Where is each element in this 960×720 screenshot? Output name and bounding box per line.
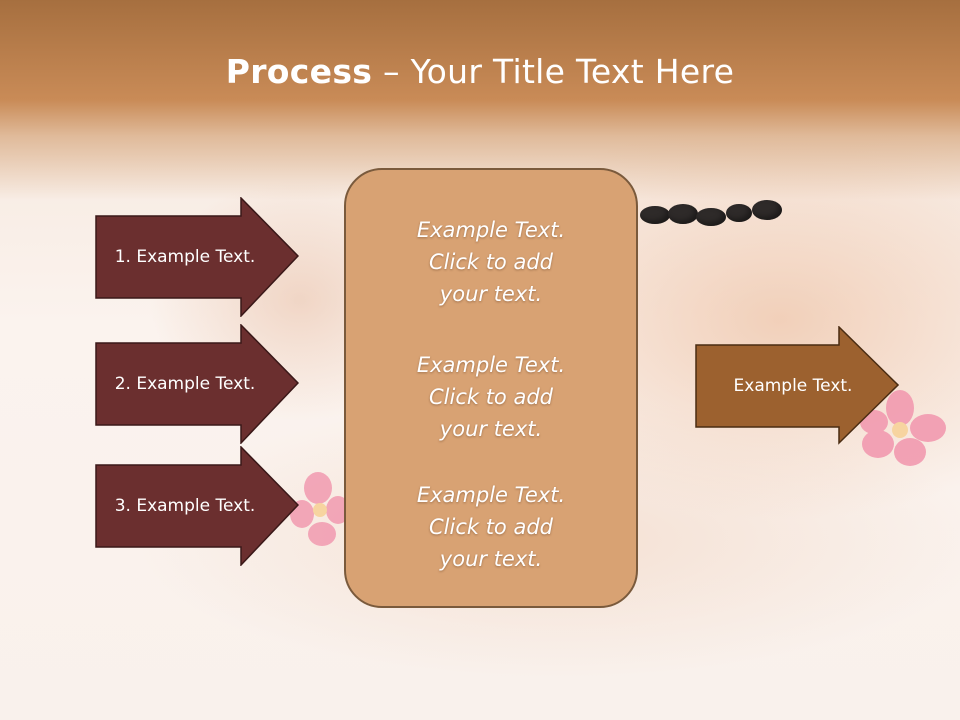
center-process-box[interactable]: Example Text. Click to add your text. Ex…	[344, 168, 638, 608]
title-bold: Process	[225, 52, 373, 91]
output-arrow[interactable]: Example Text.	[695, 326, 899, 446]
center-box-text-1: Example Text. Click to add your text.	[416, 218, 566, 306]
arrow-shape	[95, 324, 299, 444]
center-box-text-2: Example Text. Click to add your text.	[416, 353, 566, 441]
title-band	[0, 0, 960, 200]
arrow-shape	[95, 446, 299, 566]
hot-stones-decoration	[640, 198, 790, 238]
center-box-text-3: Example Text. Click to add your text.	[416, 483, 566, 571]
slide-title: Process – Your Title Text Here	[0, 52, 960, 91]
arrow-shape	[95, 197, 299, 317]
arrow-shape	[695, 326, 899, 445]
input-arrow-label: 2. Example Text.	[114, 374, 256, 394]
input-arrow-1[interactable]: 1. Example Text.	[95, 197, 299, 317]
input-arrow-2[interactable]: 2. Example Text.	[95, 324, 299, 444]
input-arrow-label: 1. Example Text.	[114, 247, 256, 267]
flower-decoration-right	[860, 390, 946, 466]
input-arrow-label: 3. Example Text.	[114, 496, 256, 516]
output-arrow-label: Example Text.	[733, 376, 853, 396]
input-arrow-3[interactable]: 3. Example Text.	[95, 446, 299, 566]
title-rest: – Your Title Text Here	[372, 52, 735, 91]
